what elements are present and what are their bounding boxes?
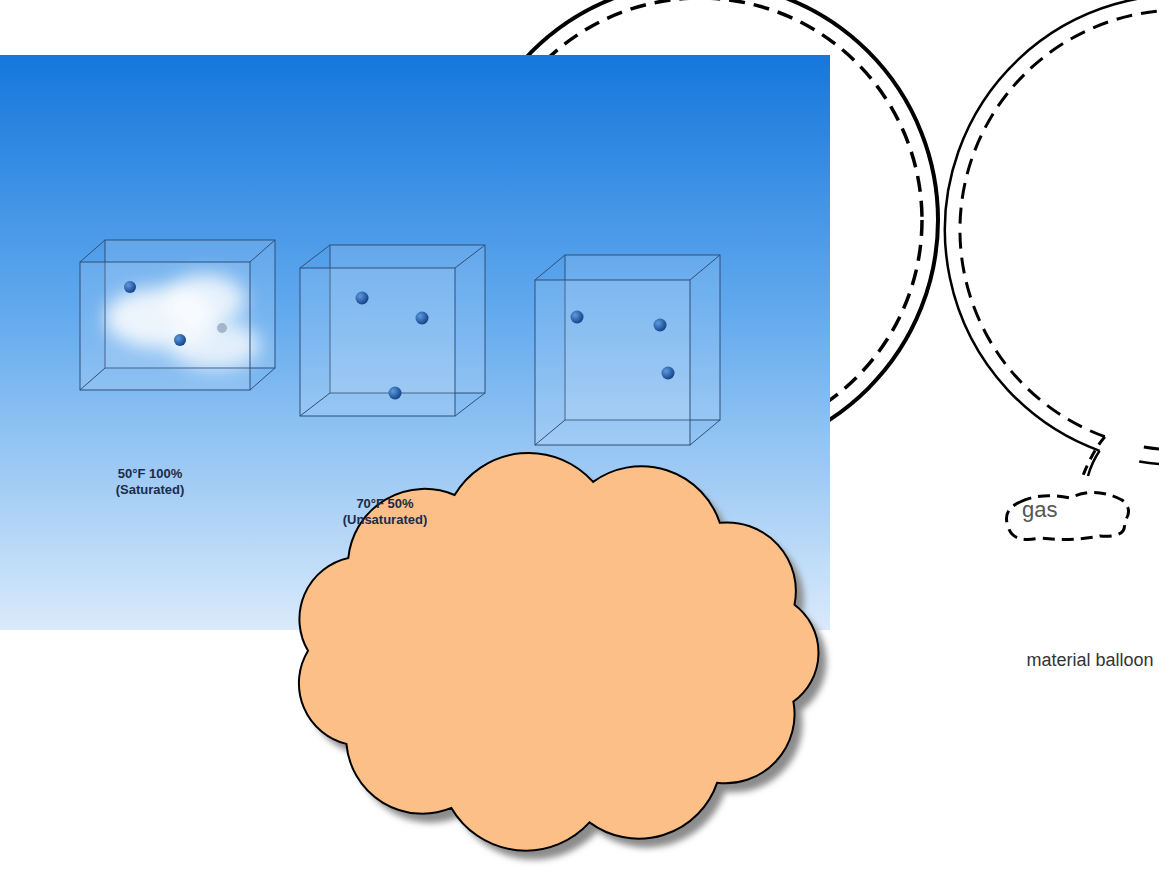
blob-outline xyxy=(1000,480,1135,548)
cube-third xyxy=(535,255,720,445)
gas-blob: gas xyxy=(1000,480,1135,548)
cube-caption: 70°F 50% (Unsaturated) xyxy=(343,496,428,529)
node-text: gas xyxy=(1022,497,1057,523)
cube-saturated xyxy=(80,240,275,390)
cube-caption: 50°F 100% (Saturated) xyxy=(116,466,185,499)
figure-caption: material balloon xyxy=(1026,650,1153,671)
material-balloon xyxy=(945,0,1159,478)
cube-unsaturated xyxy=(300,245,485,416)
cloud-shape xyxy=(299,453,819,851)
